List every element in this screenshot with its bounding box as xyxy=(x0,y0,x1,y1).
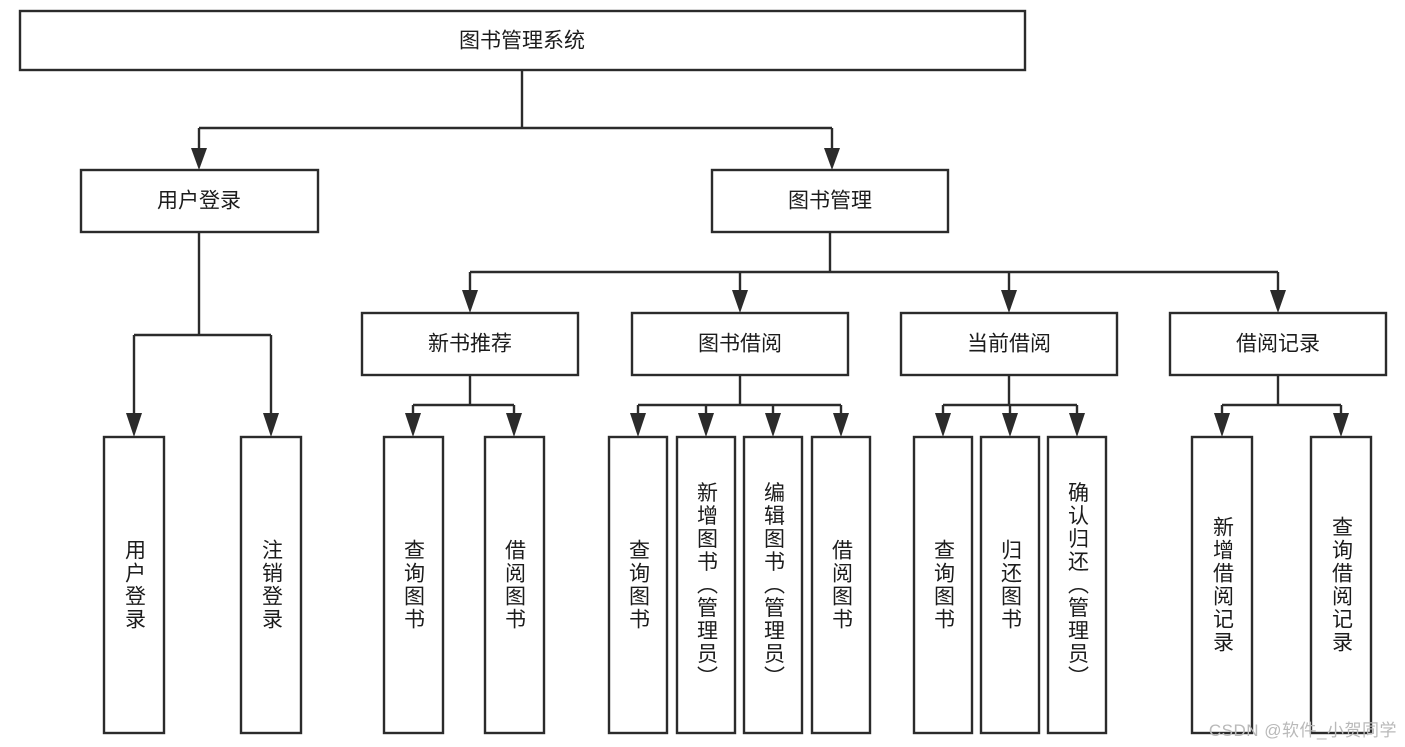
leaf-label: 注销登录 xyxy=(260,539,284,631)
leaf-user-login-logout[interactable]: 注销登录 xyxy=(239,435,303,735)
node-new-book-recommend[interactable]: 新书推荐 xyxy=(360,311,580,377)
leaf-current-borrow-confirm[interactable]: 确认归还（管理员） xyxy=(1046,435,1108,735)
leaf-label: 确认归还（管理员） xyxy=(1066,482,1090,689)
leaf-book-borrow-borrow[interactable]: 借阅图书 xyxy=(810,435,872,735)
connector-root-to-level2 xyxy=(191,70,840,170)
connector-currentborrow-to-leaves xyxy=(935,375,1085,437)
leaf-current-borrow-query[interactable]: 查询图书 xyxy=(912,435,974,735)
leaf-user-login-login[interactable]: 用户登录 xyxy=(102,435,166,735)
leaf-new-book-borrow[interactable]: 借阅图书 xyxy=(483,435,546,735)
node-borrow-record-label: 借阅记录 xyxy=(1236,333,1320,356)
node-new-book-recommend-label: 新书推荐 xyxy=(428,333,512,356)
leaf-label: 查询图书 xyxy=(932,539,956,631)
node-book-management-label: 图书管理 xyxy=(788,190,872,213)
node-root-label: 图书管理系统 xyxy=(459,30,585,53)
connector-borrowrecord-to-leaves xyxy=(1214,375,1349,437)
node-current-borrow[interactable]: 当前借阅 xyxy=(899,311,1119,377)
leaf-label: 查询借阅记录 xyxy=(1330,516,1354,654)
node-book-borrow[interactable]: 图书借阅 xyxy=(630,311,850,377)
leaf-book-borrow-edit[interactable]: 编辑图书（管理员） xyxy=(742,435,804,735)
leaf-label: 借阅图书 xyxy=(830,539,854,631)
leaf-label: 编辑图书（管理员） xyxy=(762,482,786,689)
leaf-label: 归还图书 xyxy=(999,539,1023,631)
node-borrow-record[interactable]: 借阅记录 xyxy=(1168,311,1388,377)
leaf-label: 查询图书 xyxy=(402,539,426,631)
leaf-label: 用户登录 xyxy=(123,539,147,631)
leaf-label: 新增图书（管理员） xyxy=(695,482,719,689)
leaf-label: 查询图书 xyxy=(627,539,651,631)
leaf-new-book-query[interactable]: 查询图书 xyxy=(382,435,445,735)
leaf-label: 借阅图书 xyxy=(503,539,527,631)
leaf-book-borrow-query[interactable]: 查询图书 xyxy=(607,435,669,735)
node-current-borrow-label: 当前借阅 xyxy=(967,333,1051,356)
connector-bookborrow-to-leaves xyxy=(630,375,849,437)
node-user-login[interactable]: 用户登录 xyxy=(79,168,320,234)
node-book-management[interactable]: 图书管理 xyxy=(710,168,950,234)
leaf-book-borrow-add[interactable]: 新增图书（管理员） xyxy=(675,435,737,735)
leaf-borrow-record-query[interactable]: 查询借阅记录 xyxy=(1309,435,1373,735)
connector-userlogin-to-leaves xyxy=(126,232,279,437)
node-book-borrow-label: 图书借阅 xyxy=(698,333,782,356)
node-root[interactable]: 图书管理系统 xyxy=(18,9,1027,72)
connector-bookmgmt-to-level3 xyxy=(462,232,1286,313)
leaf-borrow-record-add[interactable]: 新增借阅记录 xyxy=(1190,435,1254,735)
node-user-login-label: 用户登录 xyxy=(157,190,241,213)
leaf-label: 新增借阅记录 xyxy=(1211,516,1235,654)
leaf-current-borrow-return[interactable]: 归还图书 xyxy=(979,435,1041,735)
connector-newbook-to-leaves xyxy=(405,375,522,437)
